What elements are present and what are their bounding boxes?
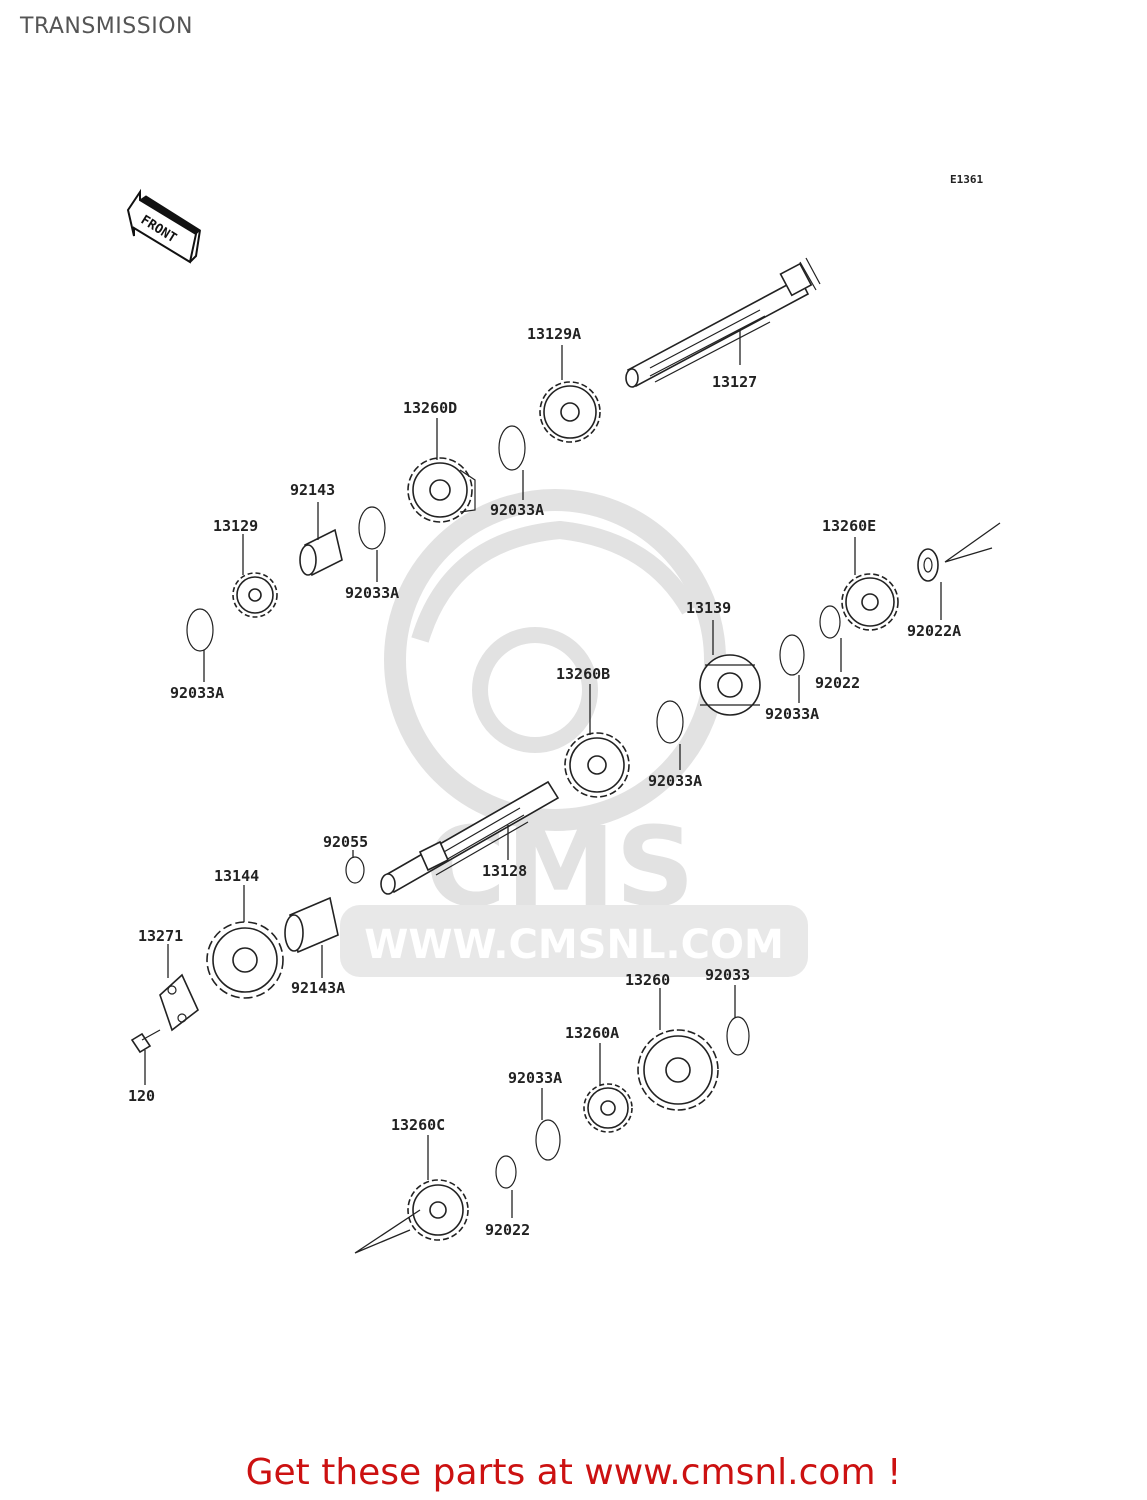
diagram-code: E1361 [950,173,983,186]
part-label: 13271 [138,927,183,945]
watermark-url: WWW.CMSNL.COM [364,922,784,968]
part-label: 13260A [565,1024,619,1042]
cms-watermark: CMS WWW.CMSNL.COM [340,489,808,977]
part-label: 13128 [482,862,527,880]
part-label: 13260B [556,665,610,683]
gear-13260A [583,1083,633,1133]
part-label: 92033A [345,584,399,602]
part-label: 92033A [765,705,819,723]
part-label: 13144 [214,867,259,885]
part-label: 13260D [403,399,457,417]
gear-13139 [699,654,761,716]
part-label: 92022 [815,674,860,692]
part-label: 92055 [323,833,368,851]
sprocket-plate-13271 [159,973,199,1032]
gear-13260 [637,1029,719,1111]
part-label: 92143A [291,979,345,997]
part-label: 13139 [686,599,731,617]
gear-13260E [841,573,899,631]
gear-13260C [407,1179,469,1241]
part-label: 92033A [170,684,224,702]
bolt-120 [130,1029,161,1054]
driveshaft [380,780,560,895]
part-label: 13260E [822,517,876,535]
mainshaft [625,257,821,388]
sprocket-13144 [206,921,284,999]
parts-diagram: CMS WWW.CMSNL.COM E1361 FRONT [126,173,1001,1254]
gear-13129 [232,572,278,618]
washer [345,548,939,1189]
circlip [186,425,805,1161]
part-label: 92022A [907,622,961,640]
part-label: 13260C [391,1116,445,1134]
part-label: 92033A [648,772,702,790]
part-label: 13127 [712,373,757,391]
bushing [284,528,343,954]
page-title: TRANSMISSION [20,14,193,39]
assembly-arrow-icon [354,522,1001,1254]
part-label: 92022 [485,1221,530,1239]
gear-13260D [407,457,476,523]
watermark-banner [340,905,808,977]
part-label: 120 [128,1087,155,1105]
part-label: 13260 [625,971,670,989]
part-label: 92033A [490,501,544,519]
part-labels: 13127 13129A 13260D 92033A 92143 13129 9… [128,325,961,1239]
part-label: 92033A [508,1069,562,1087]
leader-lines [144,330,942,1218]
part-label: 92143 [290,481,335,499]
gear-13129A [539,381,601,443]
part-label: 13129A [527,325,581,343]
footer-link[interactable]: Get these parts at www.cmsnl.com ! [245,1452,902,1493]
front-arrow-icon: FRONT [126,188,201,264]
part-label: 13129 [213,517,258,535]
gear-13260B [564,732,630,798]
part-label: 92033 [705,966,750,984]
